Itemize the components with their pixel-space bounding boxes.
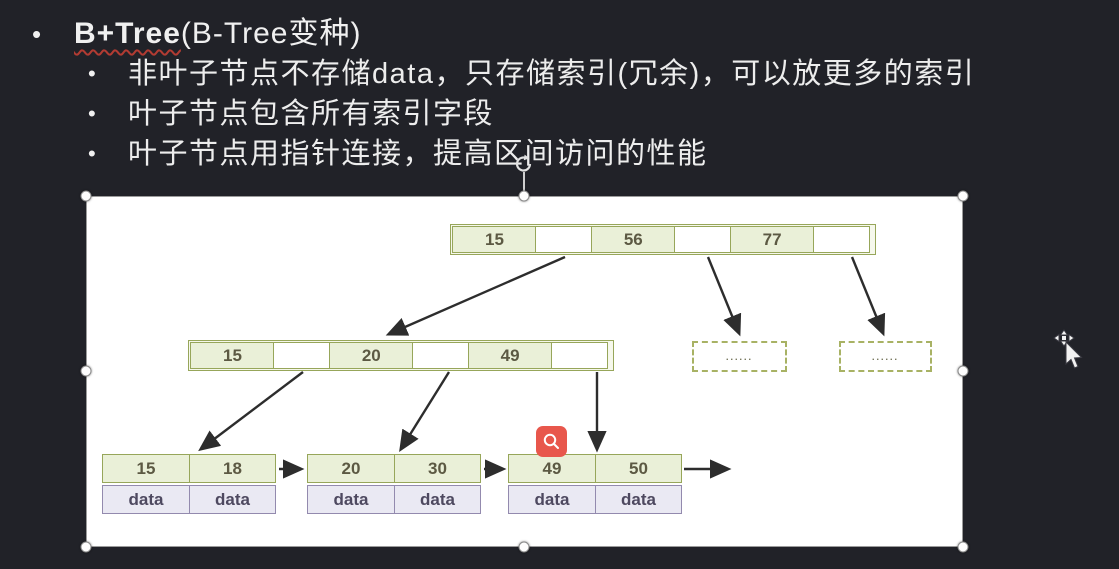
resize-handle-bottom-right[interactable] xyxy=(957,541,969,553)
pointer-cell xyxy=(273,342,331,369)
resize-handle-mid-right[interactable] xyxy=(957,365,969,377)
bullet-marker: • xyxy=(88,141,96,166)
title-suffix: (B-Tree变种) xyxy=(180,17,362,50)
leaf-key-row: 20 30 xyxy=(307,454,481,483)
data-cell: data xyxy=(595,486,681,513)
key-cell: 56 xyxy=(590,226,676,253)
bullet-item: • 叶子节点用指针连接，提高区间访问的性能 xyxy=(84,134,975,174)
bullet-text: 非叶子节点不存储data，只存储索引(冗余)，可以放更多的索引 xyxy=(128,58,976,90)
pointer-cell xyxy=(412,342,470,369)
key-cell: 30 xyxy=(394,455,480,482)
bullet-item: • 非叶子节点不存储data，只存储索引(冗余)，可以放更多的索引 xyxy=(84,54,975,94)
rotate-handle-stem xyxy=(523,172,525,192)
leaf-key-row: 15 18 xyxy=(102,454,276,483)
leaf-key-row: 49 50 xyxy=(508,454,682,483)
data-cell: data xyxy=(394,486,480,513)
data-cell: data xyxy=(333,489,369,509)
data-cell: data xyxy=(128,489,164,509)
key-cell: 77 xyxy=(729,226,815,253)
pointer-cell xyxy=(551,342,609,369)
bullet-item: • 叶子节点包含所有索引字段 xyxy=(84,94,975,134)
slide-title-row: • B+Tree(B-Tree变种) xyxy=(28,14,361,54)
key-cell: 20 xyxy=(328,342,414,369)
data-cell: data xyxy=(534,489,570,509)
resize-handle-bottom-center[interactable] xyxy=(518,541,530,553)
pointer-cell xyxy=(535,226,593,253)
key-cell: 15 xyxy=(136,458,156,478)
key-cell: 20 xyxy=(341,458,361,478)
btree-root-node: 15 56 77 xyxy=(450,224,877,255)
bullet-marker: • xyxy=(88,61,96,86)
magnifier-icon[interactable] xyxy=(536,426,567,457)
resize-handle-mid-left[interactable] xyxy=(80,365,92,377)
bullet-marker: • xyxy=(88,101,96,126)
magnifier-glyph xyxy=(543,433,559,449)
leaf-node-2: 20 30 data data xyxy=(307,454,481,514)
leaf-node-3: 49 50 data data xyxy=(508,454,682,514)
key-cell: 15 xyxy=(190,342,275,369)
dashed-node-left: ...... xyxy=(692,341,787,372)
key-cell: 15 xyxy=(452,226,537,253)
bullet-marker: • xyxy=(32,19,42,49)
data-cell: data xyxy=(189,486,275,513)
pointer-cell xyxy=(674,226,732,253)
key-cell: 49 xyxy=(467,342,553,369)
page-title: B+Tree(B-Tree变种) xyxy=(74,14,361,54)
pointer-cell xyxy=(813,226,871,253)
bullet-list: • 非叶子节点不存储data，只存储索引(冗余)，可以放更多的索引 • 叶子节点… xyxy=(84,54,975,174)
btree-internal-node: 15 20 49 xyxy=(188,340,615,371)
key-cell: 49 xyxy=(542,458,562,478)
leaf-node-1: 15 18 data data xyxy=(102,454,276,514)
resize-handle-top-left[interactable] xyxy=(80,190,92,202)
resize-handle-top-center[interactable] xyxy=(518,190,530,202)
resize-handle-top-right[interactable] xyxy=(957,190,969,202)
leaf-data-row: data data xyxy=(508,485,682,514)
move-cursor-icon xyxy=(1053,329,1083,369)
bullet-text: 叶子节点用指针连接，提高区间访问的性能 xyxy=(128,138,708,170)
leaf-data-row: data data xyxy=(307,485,481,514)
title-keyword: B+Tree xyxy=(74,17,181,50)
dashed-node-right: ...... xyxy=(839,341,932,372)
resize-handle-bottom-left[interactable] xyxy=(80,541,92,553)
key-cell: 50 xyxy=(595,455,681,482)
key-cell: 18 xyxy=(189,455,275,482)
bullet-text: 叶子节点包含所有索引字段 xyxy=(128,98,495,130)
leaf-data-row: data data xyxy=(102,485,276,514)
